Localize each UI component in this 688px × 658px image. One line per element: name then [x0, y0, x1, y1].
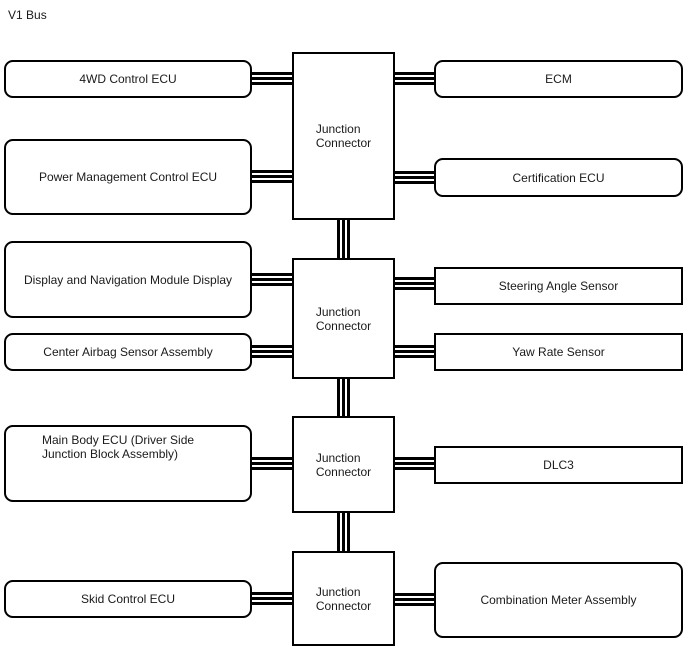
node-label: ECM: [545, 72, 572, 86]
node-label: Display and Navigation Module Display: [23, 272, 233, 287]
junction-connector-label: Junction Connector: [315, 450, 372, 479]
node-dlc3: DLC3: [434, 446, 683, 484]
bus-line-junction2-to-junction3: [337, 378, 350, 418]
bus-line-4wd-to-junction1: [250, 72, 294, 85]
bus-line-combination-meter-to-junction4: [393, 593, 436, 606]
node-label: DLC3: [543, 458, 574, 472]
node-skid-control-ecu: Skid Control ECU: [4, 580, 252, 618]
bus-line-certification-to-junction1: [393, 171, 436, 184]
junction-connector-label: Junction Connector: [315, 584, 372, 613]
node-combination-meter-assembly: Combination Meter Assembly: [434, 562, 683, 638]
node-label: Steering Angle Sensor: [498, 279, 619, 293]
node-label: Center Airbag Sensor Assembly: [43, 345, 213, 359]
node-certification-ecu: Certification ECU: [434, 158, 683, 197]
node-label: Main Body ECU (Driver Side Junction Bloc…: [42, 433, 195, 461]
bus-title: V1 Bus: [8, 8, 47, 22]
node-power-management-control-ecu: Power Management Control ECU: [4, 139, 252, 215]
junction-connector-3: Junction Connector: [292, 416, 395, 513]
bus-line-skid-to-junction4: [250, 592, 294, 605]
bus-line-steering-to-junction2: [393, 277, 436, 290]
node-ecm: ECM: [434, 60, 683, 98]
bus-line-dlc3-to-junction3: [393, 457, 436, 470]
bus-line-yaw-to-junction2: [393, 345, 436, 358]
bus-line-airbag-to-junction2: [250, 345, 294, 358]
junction-connector-2: Junction Connector: [292, 258, 395, 379]
node-4wd-control-ecu: 4WD Control ECU: [4, 60, 252, 98]
node-steering-angle-sensor: Steering Angle Sensor: [434, 267, 683, 305]
junction-connector-1: Junction Connector: [292, 52, 395, 220]
node-label: Skid Control ECU: [80, 592, 176, 606]
bus-line-power-mgmt-to-junction1: [250, 170, 294, 183]
bus-line-main-body-to-junction3: [250, 457, 294, 470]
node-label: Certification ECU: [512, 170, 605, 185]
bus-line-junction3-to-junction4: [337, 512, 350, 553]
node-center-airbag-sensor-assembly: Center Airbag Sensor Assembly: [4, 333, 252, 371]
junction-connector-label: Junction Connector: [315, 122, 372, 150]
junction-connector-label: Junction Connector: [315, 304, 372, 333]
node-label: Power Management Control ECU: [38, 170, 218, 184]
junction-connector-4: Junction Connector: [292, 551, 395, 646]
node-main-body-ecu: Main Body ECU (Driver Side Junction Bloc…: [4, 425, 252, 502]
node-label: 4WD Control ECU: [79, 72, 177, 86]
node-label: Combination Meter Assembly: [480, 593, 637, 607]
bus-line-ecm-to-junction1: [393, 72, 436, 85]
bus-line-junction1-to-junction2: [337, 219, 350, 260]
bus-line-display-nav-to-junction2: [250, 273, 294, 286]
node-yaw-rate-sensor: Yaw Rate Sensor: [434, 333, 683, 371]
node-label: Yaw Rate Sensor: [512, 345, 605, 359]
node-display-and-navigation-module-display: Display and Navigation Module Display: [4, 241, 252, 318]
